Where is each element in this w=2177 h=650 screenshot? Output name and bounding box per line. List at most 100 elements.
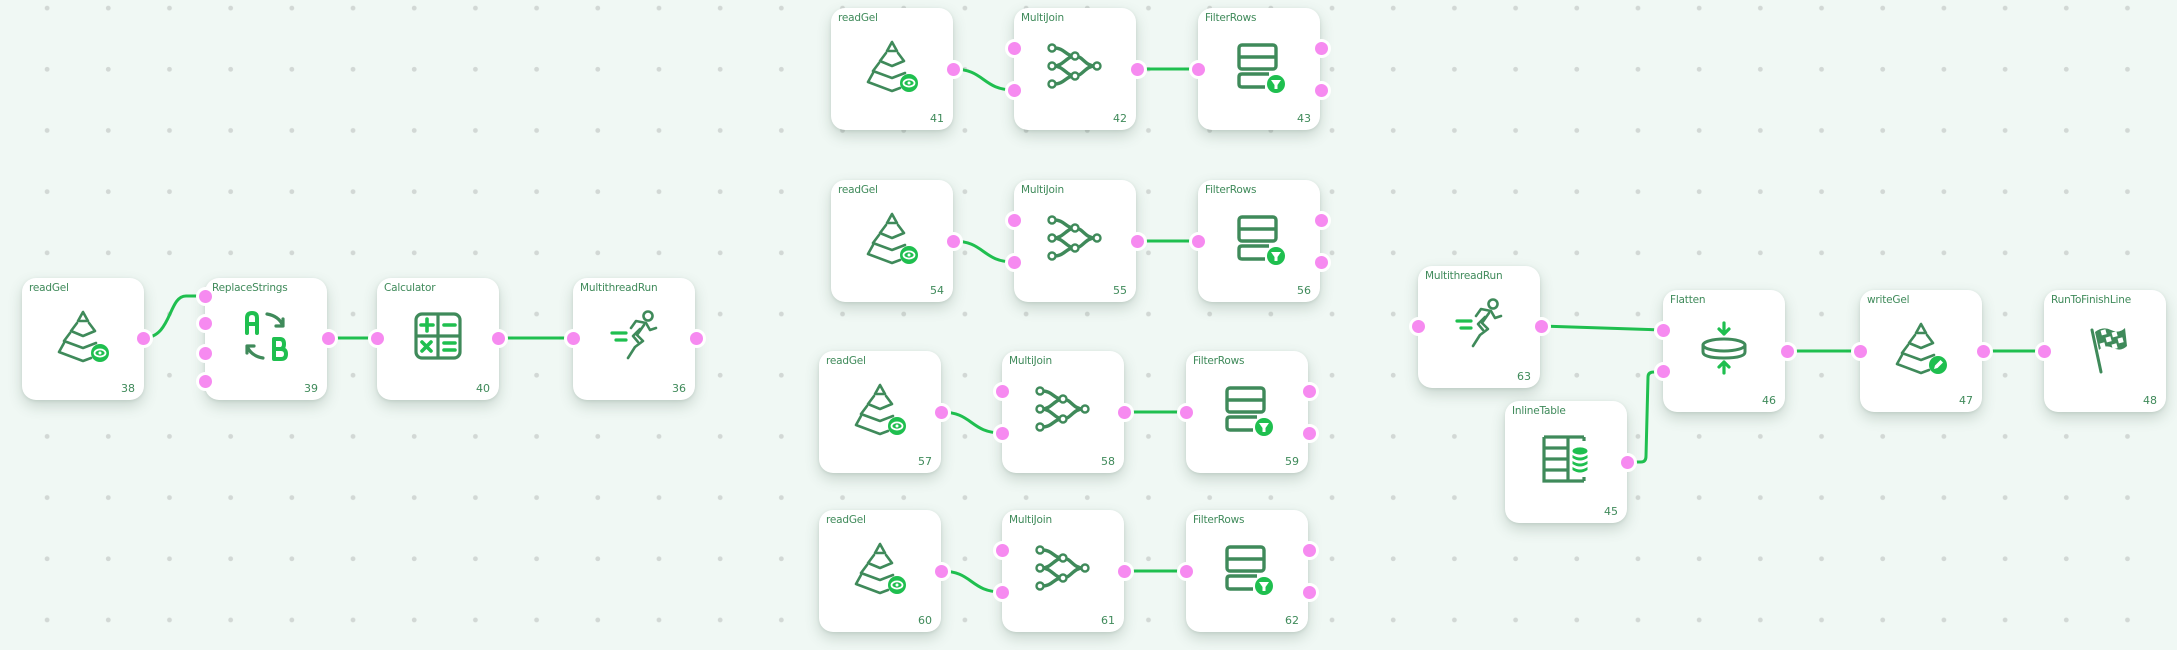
output-port[interactable]: [686, 328, 706, 348]
input-port-2[interactable]: [1004, 252, 1024, 272]
node-writegel-47[interactable]: writeGel 47: [1860, 290, 1982, 412]
node-number: 42: [1113, 112, 1127, 125]
flatten-icon: [1701, 321, 1747, 375]
input-port-2[interactable]: [195, 313, 215, 333]
node-number: 60: [918, 614, 932, 627]
input-port-1[interactable]: [1653, 320, 1673, 340]
output-port-2[interactable]: [1311, 252, 1331, 272]
node-multijoin-61[interactable]: MultiJoin 61: [1002, 510, 1124, 632]
node-title: readGel: [29, 282, 69, 294]
edge-45-46[interactable]: [1625, 369, 1665, 464]
node-number: 57: [918, 455, 932, 468]
input-port[interactable]: [367, 328, 387, 348]
input-port[interactable]: [1408, 316, 1428, 336]
input-port-1[interactable]: [992, 540, 1012, 560]
node-filterrows-56[interactable]: FilterRows 56: [1198, 180, 1320, 302]
node-number: 47: [1959, 394, 1973, 407]
finish-flag-icon: [2090, 328, 2127, 374]
output-port[interactable]: [1127, 59, 1147, 79]
input-port-1[interactable]: [1004, 210, 1024, 230]
input-port[interactable]: [1850, 341, 1870, 361]
multijoin-icon: [1035, 386, 1090, 432]
input-port-3[interactable]: [195, 343, 215, 363]
output-port[interactable]: [1114, 561, 1134, 581]
node-number: 39: [304, 382, 318, 395]
node-readgel-38[interactable]: readGel 38: [22, 278, 144, 400]
node-flatten-46[interactable]: Flatten 46: [1663, 290, 1785, 412]
node-readgel-57[interactable]: readGel 57: [819, 351, 941, 473]
read-gel-icon: [866, 212, 918, 265]
node-title: readGel: [838, 12, 878, 24]
node-multijoin-58[interactable]: MultiJoin 58: [1002, 351, 1124, 473]
output-port[interactable]: [943, 231, 963, 251]
output-port[interactable]: [931, 561, 951, 581]
output-port-1[interactable]: [1311, 210, 1331, 230]
output-port-1[interactable]: [1299, 381, 1319, 401]
node-inlinetable-45[interactable]: InlineTable 45: [1505, 401, 1627, 523]
input-port-1[interactable]: [1004, 38, 1024, 58]
input-port-1[interactable]: [992, 381, 1012, 401]
input-port[interactable]: [563, 328, 583, 348]
output-port[interactable]: [943, 59, 963, 79]
input-port[interactable]: [1176, 561, 1196, 581]
edge-38-39[interactable]: [141, 294, 207, 340]
node-title: FilterRows: [1205, 184, 1257, 196]
output-port-2[interactable]: [1299, 582, 1319, 602]
node-title: MultithreadRun: [580, 282, 658, 294]
node-multijoin-42[interactable]: MultiJoin 42: [1014, 8, 1136, 130]
node-number: 56: [1297, 284, 1311, 297]
node-filterrows-59[interactable]: FilterRows 59: [1186, 351, 1308, 473]
node-title: Flatten: [1670, 294, 1706, 306]
node-readgel-60[interactable]: readGel 60: [819, 510, 941, 632]
multithread-run-icon: [1455, 298, 1503, 348]
node-number: 54: [930, 284, 944, 297]
node-number: 62: [1285, 614, 1299, 627]
node-number: 58: [1101, 455, 1115, 468]
node-multijoin-55[interactable]: MultiJoin 55: [1014, 180, 1136, 302]
node-title: FilterRows: [1193, 355, 1245, 367]
output-port-2[interactable]: [1311, 80, 1331, 100]
output-port[interactable]: [1114, 402, 1134, 422]
node-number: 59: [1285, 455, 1299, 468]
filter-rows-icon: [1237, 215, 1285, 265]
output-port[interactable]: [318, 328, 338, 348]
output-port-2[interactable]: [1299, 423, 1319, 443]
input-port[interactable]: [1188, 59, 1208, 79]
node-filterrows-62[interactable]: FilterRows 62: [1186, 510, 1308, 632]
output-port-1[interactable]: [1299, 540, 1319, 560]
node-number: 61: [1101, 614, 1115, 627]
output-port[interactable]: [1777, 341, 1797, 361]
node-multithreadrun-63[interactable]: MultithreadRun 63: [1418, 266, 1540, 388]
input-port-2[interactable]: [1653, 361, 1673, 381]
node-filterrows-43[interactable]: FilterRows 43: [1198, 8, 1320, 130]
output-port[interactable]: [1617, 452, 1637, 472]
input-port[interactable]: [2034, 341, 2054, 361]
node-readgel-41[interactable]: readGel 41: [831, 8, 953, 130]
output-port-1[interactable]: [1311, 38, 1331, 58]
input-port-2[interactable]: [992, 582, 1012, 602]
input-port-1[interactable]: [195, 286, 215, 306]
output-port[interactable]: [488, 328, 508, 348]
node-calculator-40[interactable]: Calculator 40: [377, 278, 499, 400]
node-multithreadrun-36[interactable]: MultithreadRun 36: [573, 278, 695, 400]
output-port[interactable]: [931, 402, 951, 422]
node-number: 40: [476, 382, 490, 395]
input-port-4[interactable]: [195, 371, 215, 391]
output-port[interactable]: [1127, 231, 1147, 251]
output-port[interactable]: [1531, 316, 1551, 336]
node-readgel-54[interactable]: readGel 54: [831, 180, 953, 302]
input-port[interactable]: [1188, 231, 1208, 251]
edge-63-46[interactable]: [1539, 324, 1665, 332]
input-port[interactable]: [1176, 402, 1196, 422]
output-port[interactable]: [133, 328, 153, 348]
read-gel-icon: [866, 40, 918, 93]
input-port-2[interactable]: [1004, 80, 1024, 100]
calculator-icon: [414, 312, 462, 360]
node-title: Calculator: [384, 282, 436, 294]
output-port[interactable]: [1973, 341, 1993, 361]
node-title: readGel: [826, 514, 866, 526]
input-port-2[interactable]: [992, 423, 1012, 443]
node-replacestrings-39[interactable]: ReplaceStrings 39: [205, 278, 327, 400]
node-runtofinishline-48[interactable]: RunToFinishLine 48: [2044, 290, 2166, 412]
